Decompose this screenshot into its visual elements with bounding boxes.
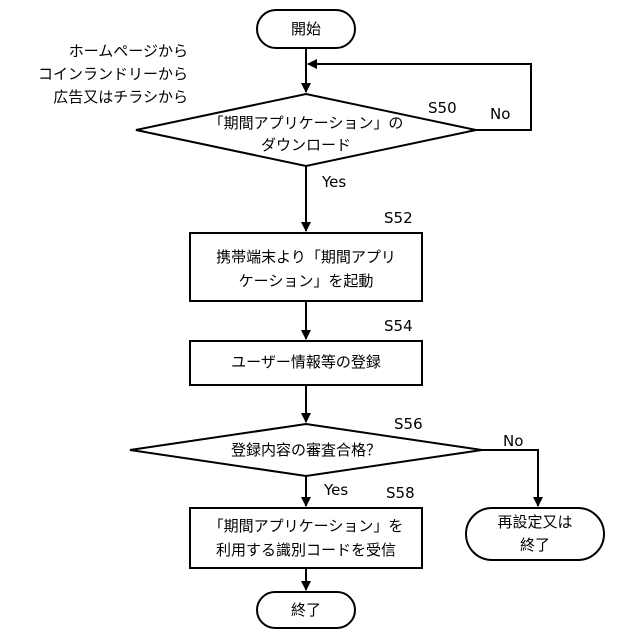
s58-text: 「期間アプリケーション」を 利用する識別コードを受信 bbox=[209, 514, 404, 562]
s50-yes-label: Yes bbox=[322, 172, 346, 192]
s54-text: ユーザー情報等の登録 bbox=[231, 352, 381, 372]
s56-no-label: No bbox=[503, 431, 523, 451]
redo-text-line: 終了 bbox=[497, 534, 572, 557]
s50-text: 「期間アプリケーション」の ダウンロード bbox=[209, 112, 404, 156]
s52-text-line: ケーション」を起動 bbox=[216, 269, 396, 293]
s50-text-line: ダウンロード bbox=[209, 134, 404, 156]
s56-text: 登録内容の審査合格？ bbox=[231, 440, 381, 460]
s56-no-branch bbox=[482, 450, 538, 506]
s58-text-line: 「期間アプリケーション」を bbox=[209, 514, 404, 538]
s52-text-line: 携帯端末より「期間アプリ bbox=[216, 245, 396, 269]
source-note-line: ホームページから bbox=[38, 40, 188, 63]
source-note: ホームページから コインランドリーから 広告又はチラシから bbox=[38, 40, 188, 109]
start-label: 開始 bbox=[291, 19, 321, 39]
source-note-line: コインランドリーから bbox=[38, 63, 188, 86]
s56-step-id: S56 bbox=[394, 414, 423, 434]
redo-text-line: 再設定又は bbox=[497, 511, 572, 534]
s52-text: 携帯端末より「期間アプリ ケーション」を起動 bbox=[216, 245, 396, 293]
s58-step-id: S58 bbox=[386, 483, 415, 503]
s54-step-id: S54 bbox=[384, 316, 413, 336]
s56-yes-label: Yes bbox=[324, 480, 348, 500]
s58-text-line: 利用する識別コードを受信 bbox=[209, 538, 404, 562]
s50-text-line: 「期間アプリケーション」の bbox=[209, 112, 404, 134]
s52-step-id: S52 bbox=[384, 208, 413, 228]
end-label: 終了 bbox=[291, 600, 321, 620]
redo-text: 再設定又は 終了 bbox=[497, 511, 572, 557]
s50-no-label: No bbox=[490, 104, 510, 124]
source-note-line: 広告又はチラシから bbox=[38, 86, 188, 109]
s50-step-id: S50 bbox=[428, 98, 457, 118]
